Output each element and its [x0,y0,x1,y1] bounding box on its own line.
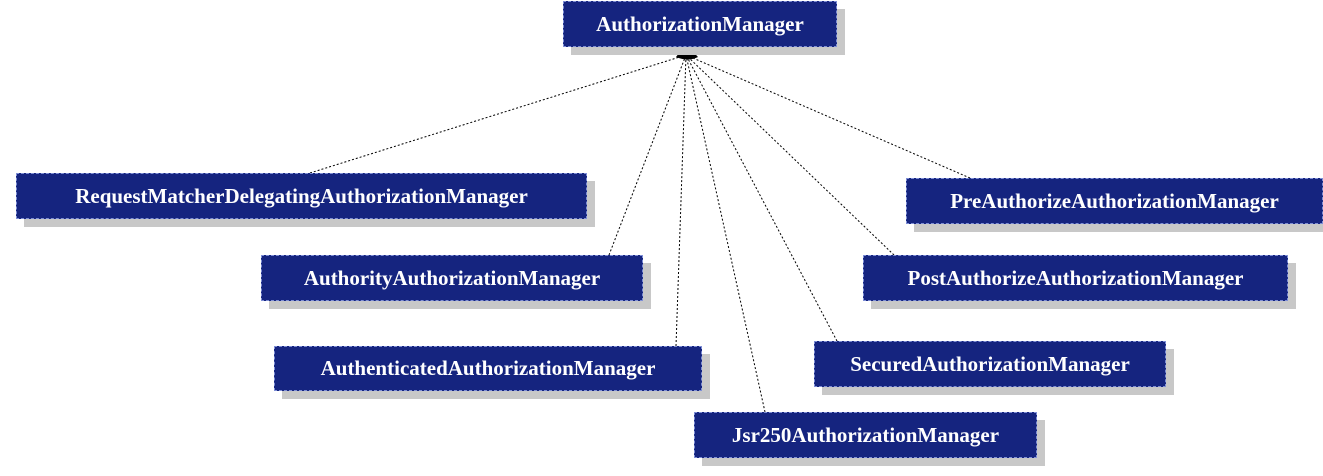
node-authenticated-authorization-manager[interactable]: AuthenticatedAuthorizationManager [274,346,702,391]
node-label: PostAuthorizeAuthorizationManager [907,265,1244,290]
node-label: PreAuthorizeAuthorizationManager [950,188,1279,213]
node-authority-authorization-manager[interactable]: AuthorityAuthorizationManager [261,255,643,301]
edge-postauthorize [685,54,895,256]
node-label: SecuredAuthorizationManager [850,351,1130,376]
edge-requestmatcher [309,54,687,174]
node-jsr250-authorization-manager[interactable]: Jsr250AuthorizationManager [694,412,1037,458]
node-secured-authorization-manager[interactable]: SecuredAuthorizationManager [814,341,1166,387]
node-label: AuthorizationManager [596,11,804,36]
edge-jsr250 [685,54,766,413]
edge-preauthorize [685,54,971,179]
node-label: AuthenticatedAuthorizationManager [320,356,656,380]
node-label: RequestMatcherDelegatingAuthorizationMan… [75,183,528,208]
node-label: Jsr250AuthorizationManager [731,422,1000,447]
edge-authority [608,54,687,256]
node-pre-authorize-authorization-manager[interactable]: PreAuthorizeAuthorizationManager [906,178,1323,224]
node-request-matcher-delegating-authorization-manager[interactable]: RequestMatcherDelegatingAuthorizationMan… [16,173,587,219]
edge-authenticated [675,54,687,347]
realization-arrowhead [676,44,698,60]
node-authorization-manager[interactable]: AuthorizationManager [563,1,837,47]
edge-secured [685,54,838,342]
node-post-authorize-authorization-manager[interactable]: PostAuthorizeAuthorizationManager [863,255,1288,301]
node-label: AuthorityAuthorizationManager [303,265,601,290]
